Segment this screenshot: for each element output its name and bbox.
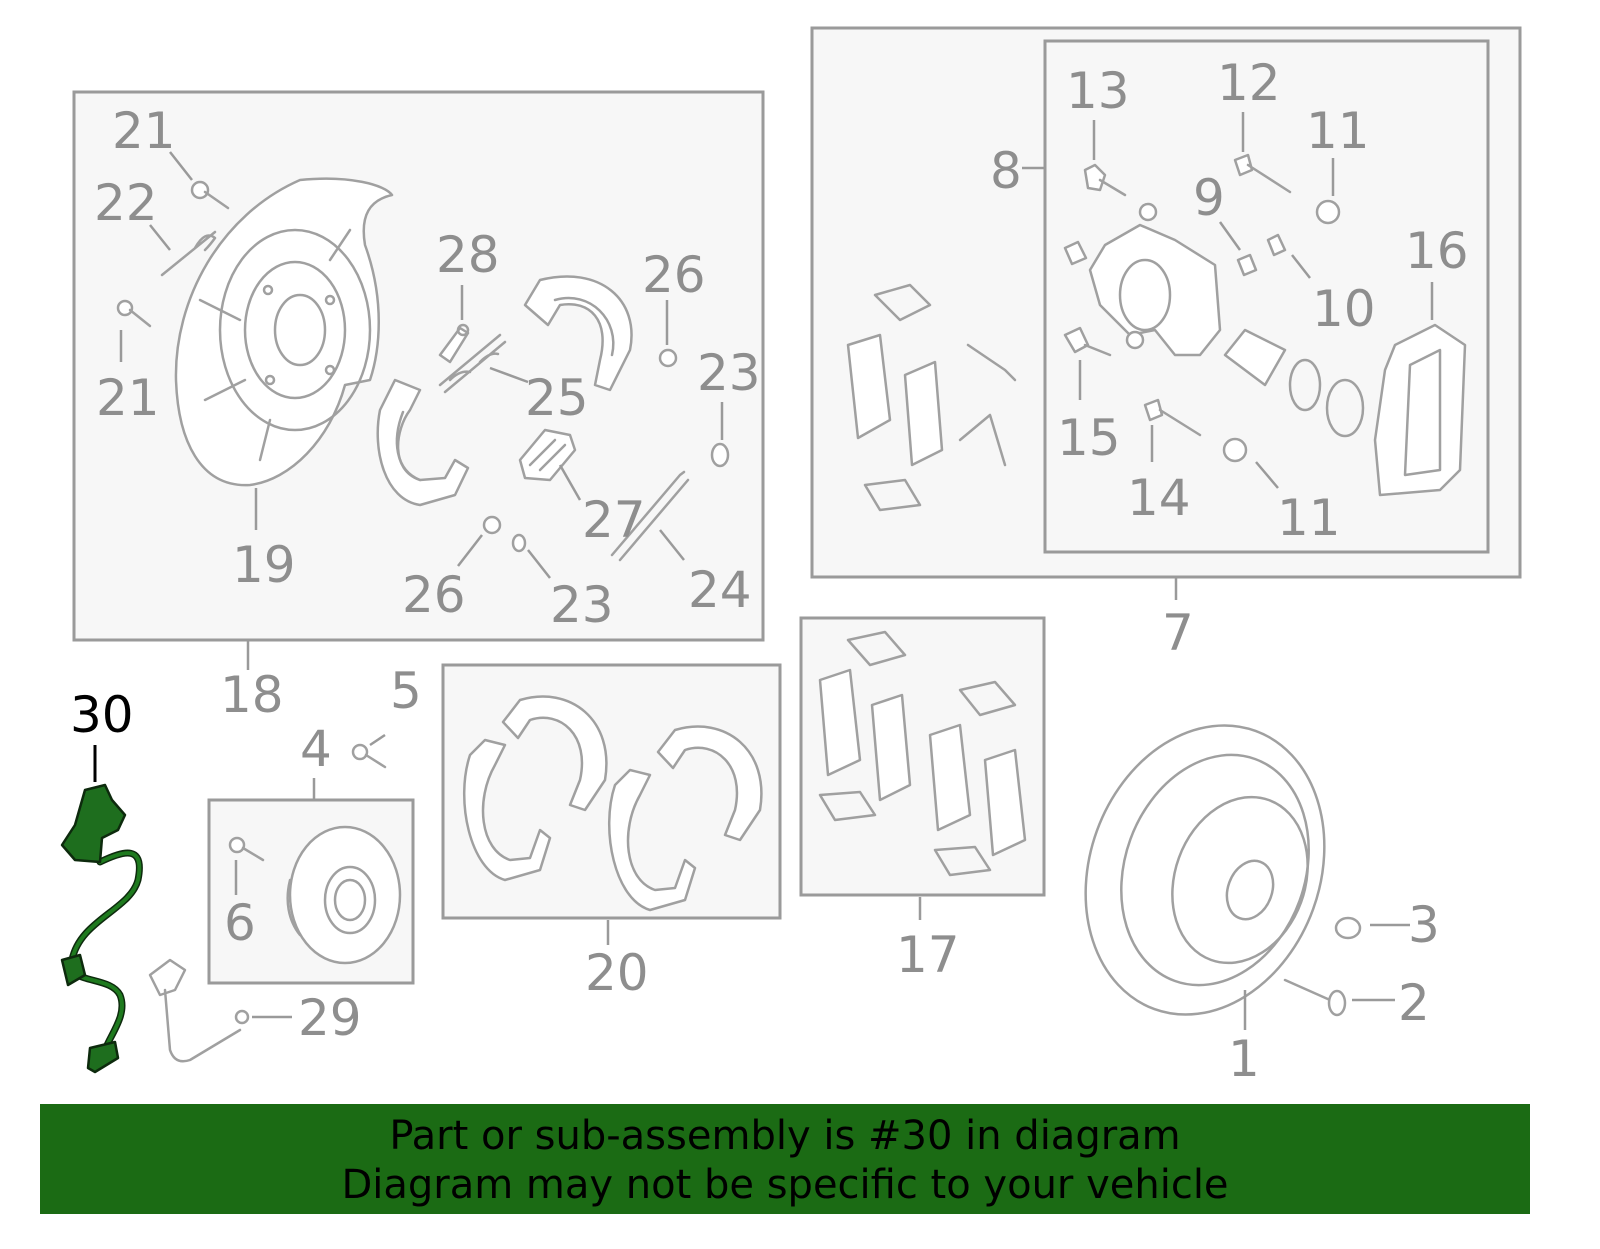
bolt-12 bbox=[1233, 153, 1292, 194]
callout-26-bottom: 26 bbox=[402, 566, 466, 624]
pads-17 bbox=[818, 630, 1027, 877]
abs-sensor-30[interactable] bbox=[60, 783, 143, 1074]
callout-29: 29 bbox=[298, 989, 362, 1047]
bushing-26-top bbox=[658, 348, 678, 368]
spring-25 bbox=[438, 333, 507, 394]
bushing-26-bottom bbox=[482, 515, 502, 535]
callout-10: 10 bbox=[1312, 280, 1376, 338]
callout-8: 8 bbox=[990, 142, 1022, 200]
washer-23-bottom bbox=[511, 533, 527, 553]
shoe-upper bbox=[523, 275, 633, 392]
bolt-6 bbox=[228, 836, 265, 862]
callout-11-bottom: 11 bbox=[1277, 489, 1341, 547]
rotor-1 bbox=[1084, 724, 1326, 1016]
bolt-13 bbox=[1083, 163, 1127, 197]
callout-22: 22 bbox=[94, 174, 158, 232]
callout-26-top: 26 bbox=[642, 246, 706, 304]
callout-16: 16 bbox=[1405, 222, 1469, 280]
group-box-20 bbox=[441, 663, 782, 920]
leader-lines bbox=[93, 112, 1434, 1030]
callout-1: 1 bbox=[1228, 1030, 1260, 1088]
bolt-5 bbox=[351, 743, 387, 769]
bracket-16 bbox=[1373, 323, 1467, 497]
callout-2: 2 bbox=[1398, 974, 1430, 1032]
piston bbox=[1223, 328, 1365, 438]
cap-10 bbox=[1266, 233, 1287, 257]
screw-3 bbox=[1334, 916, 1362, 940]
bolt-21-bottom bbox=[116, 299, 152, 328]
callout-20: 20 bbox=[585, 944, 649, 1002]
callout-21-top: 21 bbox=[112, 102, 176, 160]
callout-3: 3 bbox=[1408, 896, 1440, 954]
dust-shield-19 bbox=[174, 177, 394, 487]
callout-27: 27 bbox=[582, 491, 646, 549]
callout-4: 4 bbox=[300, 720, 332, 778]
callout-19: 19 bbox=[232, 536, 296, 594]
lever-24 bbox=[610, 470, 690, 562]
callout-28: 28 bbox=[436, 226, 500, 284]
clip-28 bbox=[438, 323, 470, 364]
bolt-14 bbox=[1143, 398, 1202, 437]
spring-22 bbox=[160, 230, 217, 277]
callout-30-highlighted: 30 bbox=[70, 686, 134, 744]
callout-7: 7 bbox=[1162, 604, 1194, 662]
hub-4 bbox=[286, 825, 402, 965]
callout-15: 15 bbox=[1057, 409, 1121, 467]
callout-11-top: 11 bbox=[1306, 102, 1370, 160]
callout-14: 14 bbox=[1127, 469, 1191, 527]
callout-23-top: 23 bbox=[697, 344, 761, 402]
callout-13: 13 bbox=[1066, 62, 1130, 120]
bleeder-9 bbox=[1236, 253, 1258, 277]
adjuster-27 bbox=[518, 428, 577, 482]
info-banner: Part or sub-assembly is #30 in diagram D… bbox=[40, 1104, 1530, 1214]
callout-24: 24 bbox=[688, 561, 752, 619]
callout-23-bottom: 23 bbox=[550, 576, 614, 634]
hose-29 bbox=[148, 958, 250, 1063]
pads-7 bbox=[846, 283, 1017, 512]
callout-9: 9 bbox=[1193, 169, 1225, 227]
parking-shoes-20 bbox=[463, 695, 763, 912]
bolt-2 bbox=[1283, 978, 1347, 1017]
callout-12: 12 bbox=[1217, 54, 1281, 112]
callout-6: 6 bbox=[224, 894, 256, 952]
callout-5: 5 bbox=[390, 662, 422, 720]
callout-21-bottom: 21 bbox=[96, 369, 160, 427]
bolt-21-top bbox=[190, 180, 230, 210]
bushing-11-bottom bbox=[1222, 437, 1248, 463]
banner-line-2: Diagram may not be specific to your vehi… bbox=[341, 1162, 1229, 1208]
callout-17: 17 bbox=[896, 926, 960, 984]
shoe-25-area bbox=[376, 378, 470, 507]
callout-labels: 21 22 21 19 28 25 26 23 27 24 26 23 18 7… bbox=[70, 54, 1469, 1088]
bolt-15 bbox=[1063, 326, 1112, 357]
callout-25: 25 bbox=[525, 369, 589, 427]
banner-line-1: Part or sub-assembly is #30 in diagram bbox=[389, 1113, 1181, 1159]
bolt-left-upper bbox=[1063, 240, 1088, 266]
bushing-11-top bbox=[1315, 199, 1341, 225]
callout-18: 18 bbox=[220, 666, 284, 724]
washer-23-top bbox=[710, 442, 730, 468]
caliper-8 bbox=[1088, 202, 1222, 357]
